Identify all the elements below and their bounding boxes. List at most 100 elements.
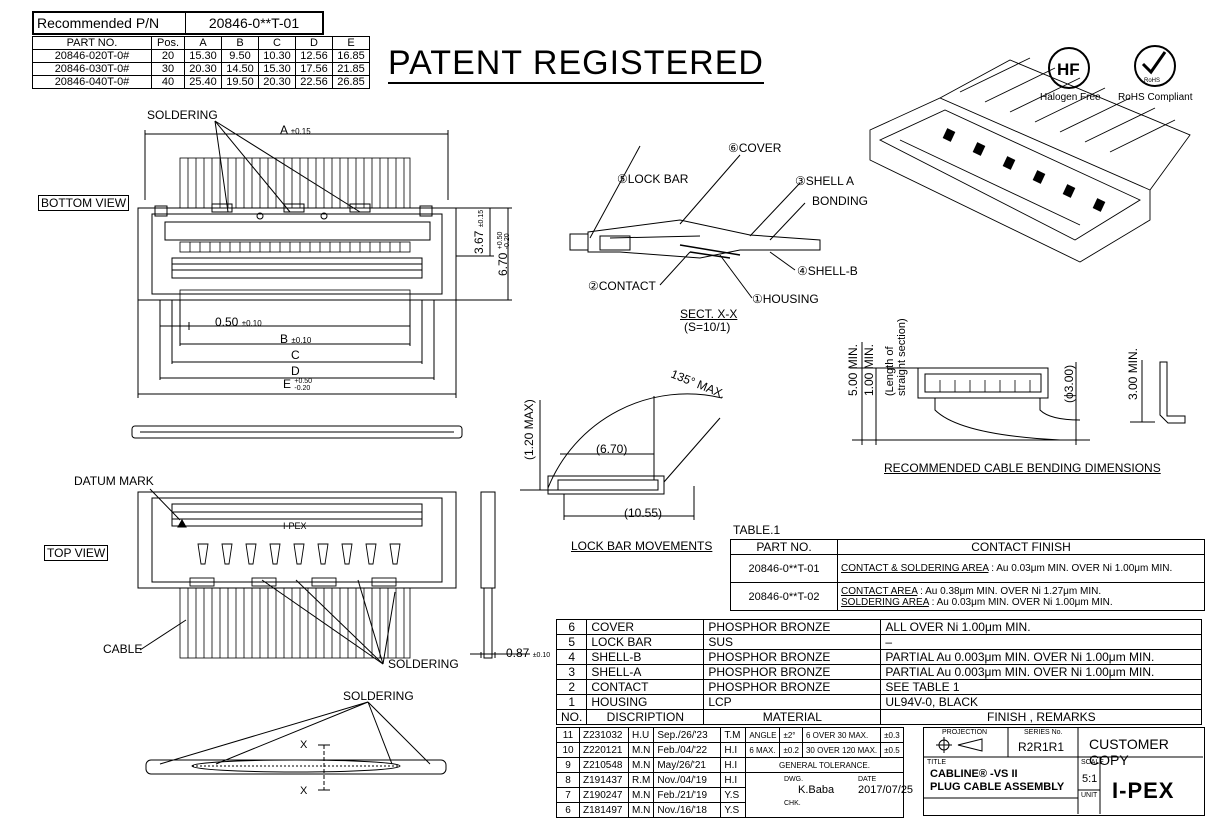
cell: –	[880, 634, 1203, 650]
section-x-label-bottom: X	[300, 785, 308, 797]
lock-bar-width-1: (6.70)	[596, 442, 628, 456]
height-670-tol-plus: +0.50	[496, 231, 504, 250]
cell: 5	[555, 634, 588, 650]
lock-bar-title: LOCK BAR MOVEMENTS	[571, 539, 713, 553]
projection-label: PROJECTION	[942, 729, 988, 736]
cell: 3	[555, 664, 588, 680]
dim-e: E	[283, 377, 292, 392]
recommended-pn-value: 20846-0**T-01	[185, 11, 324, 35]
cell: 9.50	[221, 49, 259, 63]
cell: 20846-0**T-02	[730, 582, 838, 611]
recommended-pn-label: Recommended P/N	[32, 11, 186, 35]
cell: May/26/'21	[653, 757, 722, 773]
cell: CONTACT AREA : Au 0.38μm MIN. OVER Ni 1.…	[837, 582, 1205, 611]
dim-a-label: A ±0.15	[280, 123, 311, 137]
height-670: 6.70	[496, 252, 510, 276]
unit-label: UNIT	[1081, 792, 1098, 799]
cell: PARTIAL Au 0.003μm MIN. OVER Ni 1.00μm M…	[880, 664, 1203, 680]
lock-bar-width-2: (10.55)	[624, 506, 663, 520]
cell: Z181497	[579, 802, 629, 818]
cell: Sep./26/'23	[653, 727, 722, 743]
cell: 30 OVER 120 MAX.	[801, 742, 882, 758]
cell: T.M	[720, 727, 747, 743]
cell: Nov./16/'18	[653, 802, 722, 818]
contact-label: ②CONTACT	[588, 279, 656, 293]
tol-angle: ANGLE	[749, 730, 777, 740]
thickness-label: 0.87 ±0.10	[506, 646, 550, 660]
cell: 20	[151, 49, 185, 63]
cell: LOCK BAR	[586, 634, 705, 650]
cell: 17.56	[295, 62, 333, 76]
cell: HOUSING	[586, 694, 705, 710]
title-label: TITLE	[927, 759, 947, 766]
cell: M.N	[627, 742, 655, 758]
patent-registered-title: PATENT REGISTERED	[388, 44, 764, 84]
cell: 20.30	[258, 75, 296, 89]
cell: Z191437	[579, 772, 629, 788]
cell: 6 OVER 30 MAX.	[801, 727, 882, 743]
dim-b-tol: ±0.10	[291, 336, 312, 345]
height-367-label: 3.67 ±0.15	[472, 210, 486, 254]
cell: ±0.3	[880, 727, 904, 743]
cell: UL94V-0, BLACK	[880, 694, 1203, 710]
cell: Y.S	[720, 787, 747, 803]
table-row: 2 CONTACT PHOSPHOR BRONZE SEE TABLE 1	[555, 679, 1203, 695]
finish-area: SOLDERING AREA	[841, 596, 929, 608]
cell: 11	[556, 727, 580, 743]
materials-header: NO. DISCRIPTION MATERIAL FINISH , REMARK…	[555, 709, 1203, 725]
cover-label: ⑥COVER	[728, 141, 782, 155]
bend-min1: 1.00 MIN.	[862, 343, 876, 396]
lock-bar-movements-drawing	[520, 393, 723, 520]
section-x-view	[145, 701, 447, 791]
table-row: 9 Z210548 M.N May/26/'21 H.I GENERAL TOL…	[556, 757, 904, 773]
contact-finish-table: PART NO. CONTACT FINISH 20846-0**T-01 CO…	[730, 539, 1205, 611]
cell: PHOSPHOR BRONZE	[703, 649, 882, 665]
table-row: 8 Z191437 R.M Nov./04/'19 H.I	[556, 772, 904, 818]
col-a: A	[184, 36, 222, 50]
cell: 7	[556, 787, 580, 803]
cell: 8	[556, 772, 580, 788]
dwg-label: DWG.	[784, 776, 804, 783]
cell: Feb./21/'19	[653, 787, 722, 803]
cell: R.M	[627, 772, 655, 788]
rohs-label: RoHS Compliant	[1118, 92, 1193, 103]
col-d: D	[295, 36, 333, 50]
cell: ±0.5	[880, 742, 904, 758]
section-scale: (S=10/1)	[684, 320, 731, 334]
cell: M.N	[627, 787, 655, 803]
dim-e-tol-plus: +0.50	[294, 378, 313, 385]
table-row: 1 HOUSING LCP UL94V-0, BLACK	[555, 694, 1203, 710]
cell: 9	[556, 757, 580, 773]
top-view-drawing	[137, 488, 530, 665]
thickness-tol: ±0.10	[532, 652, 551, 659]
cell: 20846-040T-0#	[32, 75, 152, 89]
cell: PARTIAL Au 0.003μm MIN. OVER Ni 1.00μm M…	[880, 649, 1203, 665]
cell: SEE TABLE 1	[880, 679, 1203, 695]
scale-label: SCALE	[1081, 759, 1104, 766]
finish-text: : Au 0.38μm MIN. OVER Ni 1.27μm MIN.	[917, 585, 1102, 597]
dwg-value: K.Baba	[798, 784, 835, 796]
cell: SUS	[703, 634, 882, 650]
scale-value: 5:1	[1082, 773, 1098, 785]
finish-area: CONTACT AREA	[841, 585, 918, 597]
col-e: E	[332, 36, 370, 50]
cell: Z190247	[579, 787, 629, 803]
top-view-label: TOP VIEW	[44, 545, 109, 561]
cell: COVER	[586, 619, 705, 635]
cell: 20.30	[184, 62, 222, 76]
finish-text: : Au 0.03μm MIN. OVER Ni 1.00μm MIN.	[988, 563, 1173, 574]
shell-a-label: ③SHELL A	[795, 174, 855, 188]
cell: 25.40	[184, 75, 222, 89]
table-row: 10 Z220121 M.N Feb./04/'22 H.I 6 MAX. ±0…	[556, 742, 904, 758]
bend-straight: (Length of straight section)	[884, 318, 908, 396]
lock-bar-height: (1.20 MAX)	[522, 399, 536, 460]
cell: 30	[151, 62, 185, 76]
cell: SHELL-A	[586, 664, 705, 680]
bend-dia: (ϕ3.00)	[1062, 364, 1076, 403]
table-row: 20846-040T-0# 40 25.40 19.50 20.30 22.56…	[32, 75, 370, 89]
cell: 6	[555, 619, 588, 635]
dimension-table-header: PART NO. Pos. A B C D E	[32, 36, 370, 50]
ipex-mark: I-PEX	[283, 521, 307, 531]
cell: PHOSPHOR BRONZE	[703, 619, 882, 635]
height-670-tol-minus: -0.20	[503, 233, 511, 250]
